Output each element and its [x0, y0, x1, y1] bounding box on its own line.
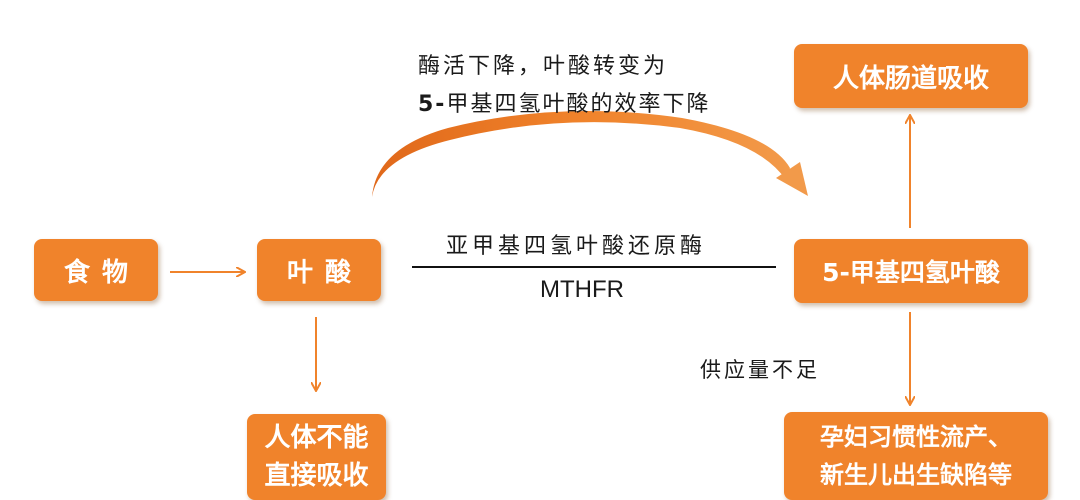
- node-cannot-absorb-line1: 人体不能: [264, 423, 369, 453]
- enzyme-note-line2-prefix: 5-: [418, 92, 447, 117]
- node-intestinal-absorption-label: 人体肠道吸收: [832, 63, 989, 94]
- node-5-mthf: 5-甲基四氢叶酸: [794, 239, 1028, 303]
- enzyme-note-line2-rest: 甲基四氢叶酸的效率下降: [446, 92, 711, 117]
- enzyme-abbreviation: MTHFR: [540, 276, 624, 303]
- node-5-mthf-label: 5-甲基四氢叶酸: [822, 258, 1000, 287]
- node-folic-acid-label: 叶酸: [286, 257, 363, 288]
- curved-conversion-arrow: [372, 110, 790, 197]
- node-birth-defects-line1: 孕妇习惯性流产、: [820, 423, 1012, 451]
- node-cannot-absorb: 人体不能 直接吸收: [247, 414, 386, 500]
- node-intestinal-absorption: 人体肠道吸收: [794, 44, 1028, 108]
- node-cannot-absorb-line2: 直接吸收: [264, 461, 369, 491]
- supply-shortage-note: 供应量不足: [700, 358, 820, 382]
- node-birth-defects-line2: 新生儿出生缺陷等: [820, 461, 1012, 489]
- enzyme-name: 亚甲基四氢叶酸还原酶: [446, 234, 707, 259]
- node-folic-acid: 叶酸: [257, 239, 381, 301]
- node-birth-defects: 孕妇习惯性流产、 新生儿出生缺陷等: [784, 412, 1048, 500]
- enzyme-note-line2: 5-甲基四氢叶酸的效率下降: [418, 86, 710, 118]
- node-food: 食物: [34, 239, 158, 301]
- curved-arrow-head: [776, 162, 808, 196]
- node-food-label: 食物: [63, 257, 140, 288]
- enzyme-note-line1: 酶活下降，叶酸转变为: [418, 54, 669, 79]
